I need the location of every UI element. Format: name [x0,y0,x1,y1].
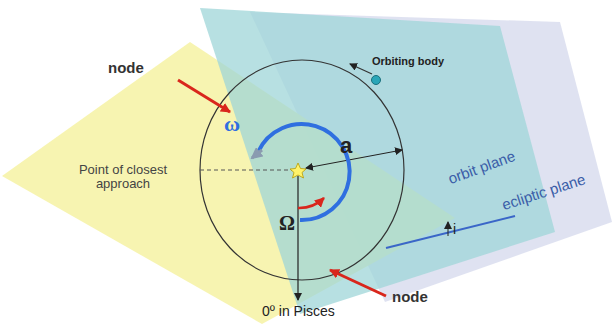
axis-label: a [340,134,352,158]
direction-arrow [350,64,372,74]
orbiting-body [372,76,381,85]
Omega-label: Ω [279,212,295,234]
node-label: node [392,289,428,306]
omega-arrowhead [252,150,262,158]
central-star [290,163,306,178]
direction-label: 0º in Pisces [262,304,335,319]
semi-major-axis [306,150,402,168]
omega-label: ω [224,112,240,136]
node-arrow [178,80,230,112]
orbit-plane [200,8,555,314]
periapsis-line [200,170,296,171]
body-label: Orbiting body [372,55,444,67]
reference-direction [297,176,298,300]
node-arrow [330,270,386,296]
inclination-label: i [453,222,456,237]
periapsis-label: Point of closest approach [68,163,178,192]
orbit-ellipse [200,60,404,280]
inclination-line [386,216,515,248]
node-label: node [108,60,144,77]
Omega-arc [298,198,324,208]
inclination-arrow [448,222,449,236]
omega-arc [258,124,350,220]
